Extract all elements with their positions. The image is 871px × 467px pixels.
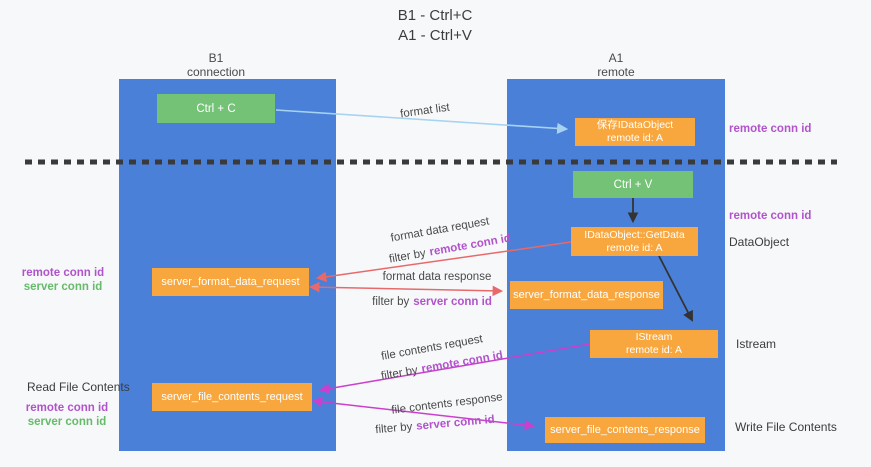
left-conn-id-group-format: remote conn id server conn id: [17, 266, 109, 294]
dataobject-label: DataObject: [729, 235, 790, 249]
edge-label-format-data-response: format data response: [382, 271, 492, 283]
node-istream-line2: remote id: A: [625, 344, 683, 356]
left-server-conn-id-label-2: server conn id: [27, 416, 107, 428]
lane-b1-title: B1: [208, 51, 224, 65]
node-server-format-data-response: server_format_data_response: [510, 281, 663, 309]
node-server-file-contents-request-label: server_file_contents_request: [161, 391, 303, 403]
node-server-format-data-response-label: server_format_data_response: [513, 289, 660, 301]
left-remote-conn-id-label-2: remote conn id: [25, 402, 109, 414]
lane-a1-title: A1: [608, 51, 624, 65]
node-server-format-data-request-label: server_format_data_request: [161, 276, 300, 288]
node-istream: IStream remote id: A: [590, 330, 718, 358]
edge-label-format-list: format list: [399, 101, 451, 121]
node-ctrl-v: Ctrl + V: [573, 171, 693, 198]
node-server-file-contents-request: server_file_contents_request: [152, 383, 312, 411]
node-istream-line1: IStream: [635, 331, 673, 343]
lane-header-a1: A1 remote: [561, 51, 671, 79]
right-remote-conn-id-mid-label: remote conn id: [729, 210, 812, 222]
node-idataobject-getdata-line2: remote id: A: [606, 241, 663, 254]
edge-label-file-contents-response: file contents response: [390, 391, 504, 417]
istream-label: Istream: [736, 337, 777, 351]
diagram-title: B1 - Ctrl+C A1 - Ctrl+V: [330, 6, 540, 46]
node-idataobject-getdata: IDataObject::GetData remote id: A: [571, 227, 698, 256]
node-save-idataobject: 保存IDataObject remote id: A: [575, 118, 695, 146]
arrow-format-data-response: [308, 281, 504, 297]
title-line-1: B1 - Ctrl+C: [397, 7, 473, 24]
right-remote-conn-id-top-label: remote conn id: [729, 123, 812, 135]
write-file-contents-label: Write File Contents: [735, 420, 837, 434]
node-server-file-contents-response: server_file_contents_response: [545, 417, 705, 443]
left-conn-id-group-file: remote conn id server conn id: [21, 401, 113, 429]
node-idataobject-getdata-line1: IDataObject::GetData: [584, 228, 685, 241]
lane-header-b1: B1 connection: [161, 51, 271, 79]
lane-b1-subtitle: connection: [186, 65, 246, 79]
node-ctrl-c: Ctrl + C: [157, 94, 275, 123]
node-ctrl-c-label: Ctrl + C: [196, 102, 236, 115]
node-save-idataobject-line2: remote id: A: [606, 132, 664, 144]
node-server-format-data-request: server_format_data_request: [152, 268, 309, 296]
node-ctrl-v-label: Ctrl + V: [613, 178, 653, 191]
left-remote-conn-id-label: remote conn id: [21, 267, 105, 279]
left-server-conn-id-label: server conn id: [23, 281, 103, 293]
title-line-2: A1 - Ctrl+V: [398, 27, 472, 44]
node-save-idataobject-line1: 保存IDataObject: [596, 119, 674, 131]
lane-a1-subtitle: remote: [597, 65, 635, 79]
read-file-contents-label: Read File Contents: [27, 380, 130, 394]
node-server-file-contents-response-label: server_file_contents_response: [550, 424, 700, 436]
